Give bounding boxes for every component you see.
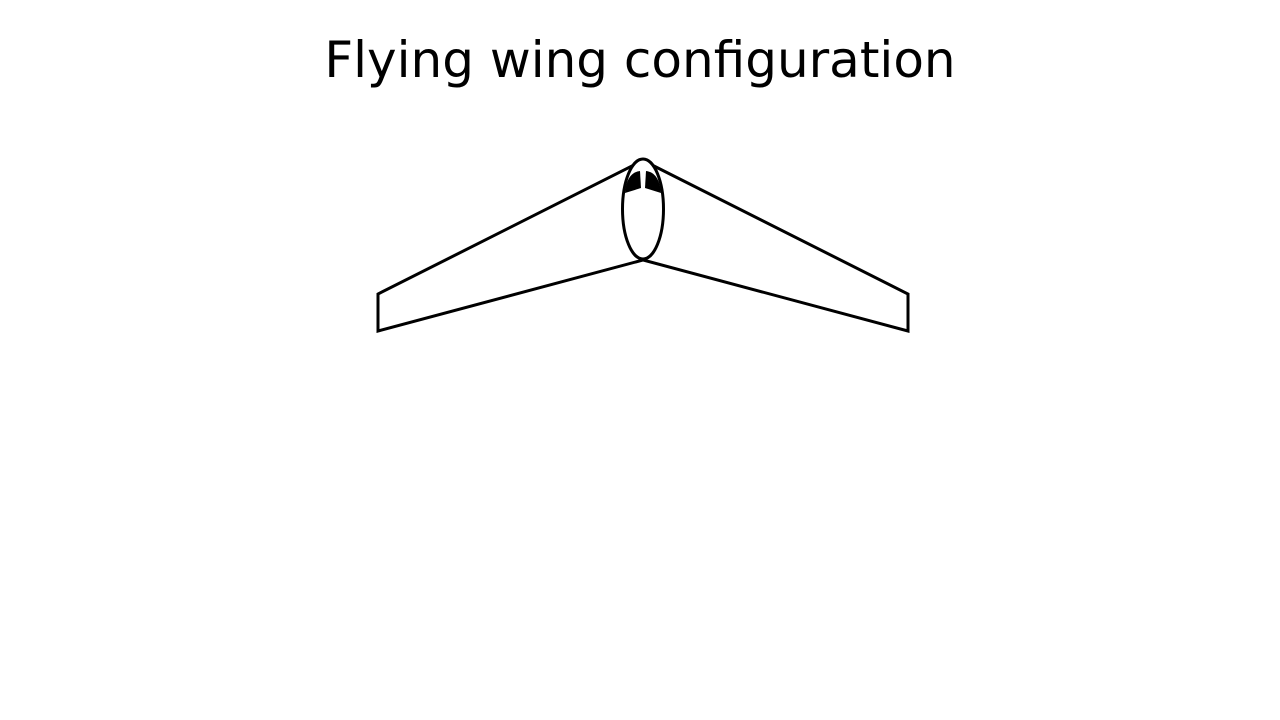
- cockpit-canopy: [625, 171, 661, 193]
- left-wing: [376, 161, 645, 333]
- canopy-left-pane: [625, 171, 641, 193]
- slide-title: Flying wing configuration: [324, 31, 956, 89]
- right-wing: [641, 161, 910, 333]
- canopy-right-pane: [645, 171, 661, 193]
- fuselage: [621, 157, 665, 261]
